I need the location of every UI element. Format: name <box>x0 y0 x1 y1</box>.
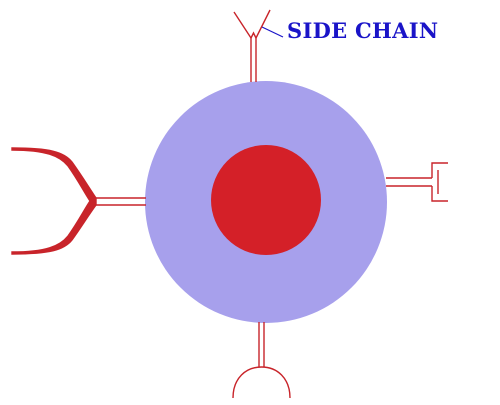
right-cup-top <box>431 162 448 178</box>
side-chain-top-receptor <box>233 9 271 82</box>
label-pointer-line <box>261 26 284 38</box>
top-fork <box>233 11 252 39</box>
side-chain-label: SIDE CHAIN <box>287 18 439 43</box>
right-cup-bottom <box>431 186 448 202</box>
top-fork-inner <box>250 31 257 39</box>
bottom-cap <box>232 366 291 399</box>
side-chain-left-receptor <box>11 147 146 255</box>
side-chain-bottom-receptor <box>232 322 291 399</box>
side-chain-right-receptor <box>386 162 448 202</box>
left-cup <box>11 147 97 255</box>
nucleus <box>211 145 321 255</box>
top-fork-right <box>255 9 271 39</box>
